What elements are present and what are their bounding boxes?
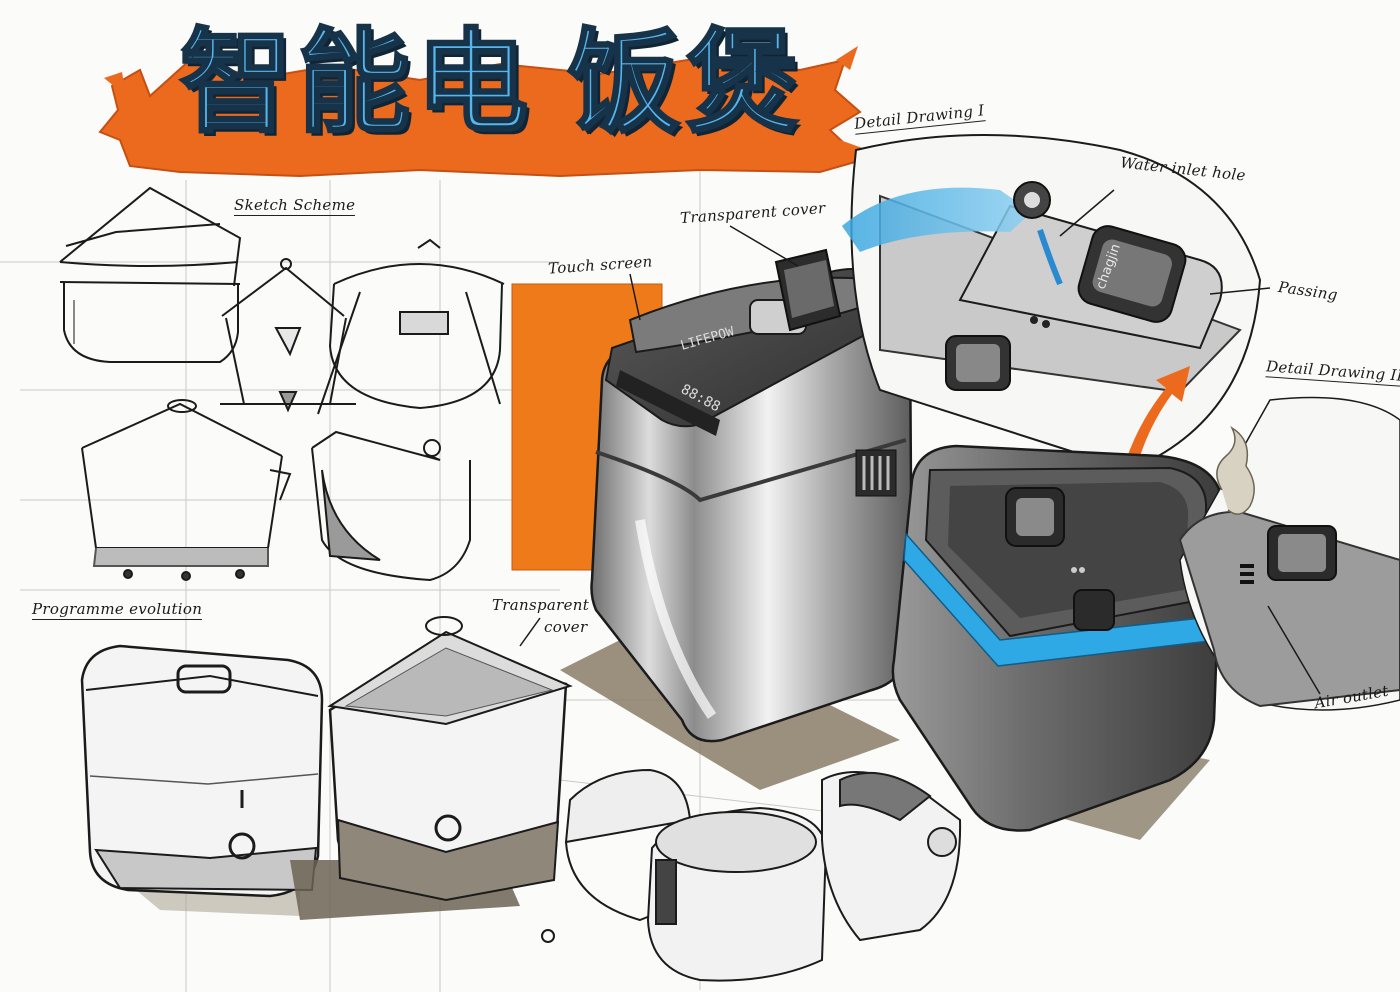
sketch-cooker-1 <box>59 186 242 363</box>
sketch-scheme-label: Sketch Scheme <box>234 196 356 216</box>
leader-lines <box>519 225 799 647</box>
sketch-cooker-2 <box>220 258 356 413</box>
transparent-cover-small-label-1: Transparent <box>492 596 590 614</box>
evolution-cooker-1 <box>80 644 324 916</box>
bottom-sketches <box>541 768 962 982</box>
detail-drawing-2 <box>1178 396 1400 711</box>
orange-arrow <box>1126 366 1190 462</box>
evolution-cooker-2 <box>290 616 573 920</box>
main-rice-cooker: LIFEPOW 88:88 <box>560 248 914 790</box>
dark-rice-cooker <box>891 444 1224 840</box>
transparent-cover-small-label-2: cover <box>544 618 588 636</box>
page-title: 智能电饭煲 <box>179 8 820 188</box>
detail-drawing-1: chagjin <box>842 134 1271 472</box>
sketch-cooker-3 <box>317 238 505 415</box>
programme-evolution-label: Programme evolution <box>32 600 203 620</box>
title-splash-banner <box>98 46 868 178</box>
title-char-3: 电 <box>415 17 534 150</box>
title-char-4: 饭 <box>567 17 686 150</box>
sketch-cooker-4 <box>81 399 292 581</box>
title-char-5: 煲 <box>685 17 804 150</box>
title-char-1: 智 <box>179 17 298 150</box>
sketch-cooker-5 <box>311 430 471 582</box>
title-char-2: 能 <box>297 17 416 150</box>
